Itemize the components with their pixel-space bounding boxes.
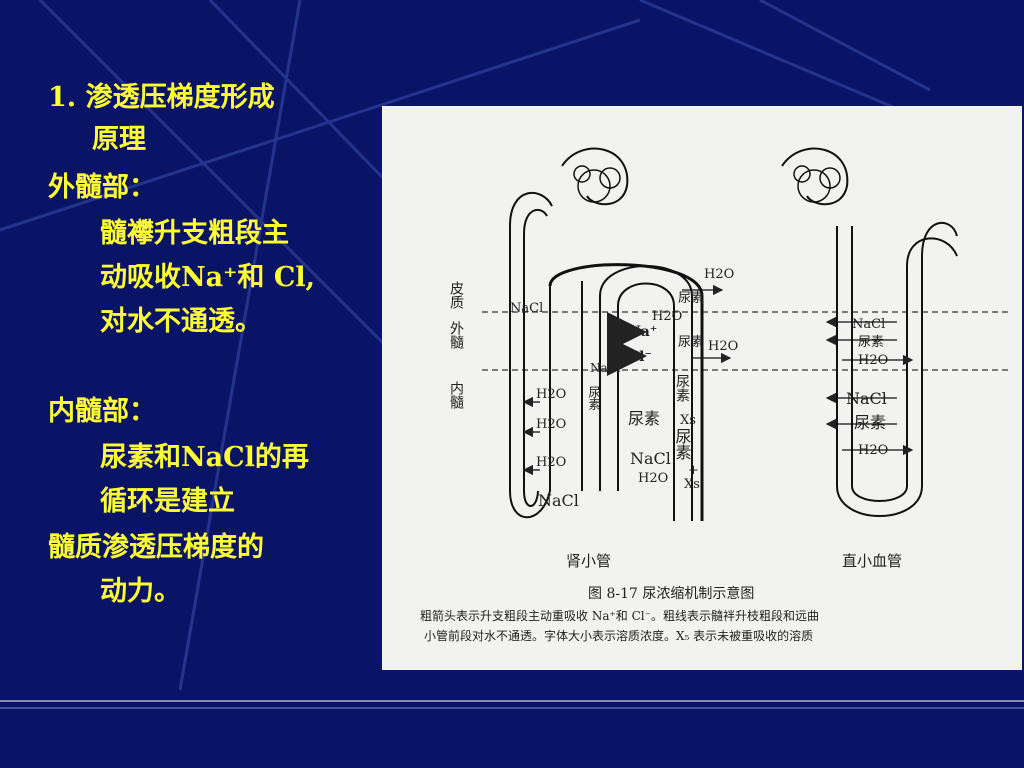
- zone-outer-medulla-label: 外髓: [448, 321, 464, 350]
- plus-label: +: [688, 463, 699, 478]
- xs-label-1: Xs: [680, 413, 696, 428]
- figure-caption-line2: 小管前段对水不通透。字体大小表示溶质浓度。X₅ 表示未被重吸收的溶质: [424, 628, 813, 643]
- outer-medulla-line2: 动吸收Na⁺和 Cl,: [100, 262, 315, 293]
- vr-urea-label-2: 尿素: [854, 413, 886, 432]
- outer-medulla-line1: 髓襻升支粗段主: [100, 218, 289, 249]
- vasa-recta: [781, 147, 958, 517]
- flow-arrows: [522, 284, 914, 476]
- nacl-label-3: NaCl: [630, 449, 671, 468]
- heading-line2: 原理: [92, 124, 146, 155]
- urea-label-4: 尿素: [628, 409, 660, 428]
- vr-urea-label-1: 尿素: [858, 335, 884, 350]
- inner-medulla-line1: 尿素和NaCl的再: [100, 442, 309, 473]
- urea-label-6: 尿素: [673, 428, 692, 460]
- urine-concentration-figure: 皮质 外髓 内髓 NaCl H2O 尿素 Na⁺ Cl⁻ H2O 尿素 H2O …: [382, 106, 1022, 670]
- h2o-label-2: H2O: [652, 309, 682, 324]
- nacl-label-4: NaCl: [538, 491, 579, 510]
- nacl-label-1: NaCl: [510, 301, 543, 316]
- urea-label-1: 尿素: [678, 291, 704, 306]
- xs-label-2: Xs: [684, 477, 700, 492]
- figure-caption-line1: 粗箭头表示升支粗段主动重吸收 Na⁺和 Cl⁻。粗线表示髓袢升枝粗段和远曲: [420, 608, 819, 623]
- inner-medulla-line3: 髓质渗透压梯度的: [48, 532, 264, 563]
- urea-label-2: 尿素: [678, 335, 704, 350]
- h2o-label-5: H2O: [536, 417, 566, 432]
- zone-inner-medulla-label: 内髓: [448, 381, 464, 410]
- figure-caption-title: 图 8-17 尿浓缩机制示意图: [588, 585, 754, 602]
- h2o-label-4: H2O: [536, 387, 566, 402]
- h2o-label-7: H2O: [638, 471, 668, 486]
- vessel-label: 直小血管: [842, 552, 902, 570]
- heading-line1: 1. 渗透压梯度形成: [48, 82, 275, 113]
- inner-medulla-label: 内髓部：: [48, 396, 156, 427]
- nacl-label-2: NaCl: [590, 361, 621, 375]
- zone-cortex-label: 皮质: [448, 281, 464, 309]
- nephron-tubule: [509, 147, 704, 521]
- glomerulus-left: [573, 165, 621, 203]
- h2o-label-6: H2O: [536, 455, 566, 470]
- urea-label-3: 尿素: [587, 386, 601, 410]
- inner-medulla-line4: 动力。: [100, 576, 181, 607]
- figure-diagram: 皮质 外髓 内髓 NaCl H2O 尿素 Na⁺ Cl⁻ H2O 尿素 H2O …: [420, 147, 1012, 643]
- vr-nacl-label-1: NaCl: [852, 317, 885, 332]
- tubule-label: 肾小管: [566, 552, 611, 570]
- glomerulus-right: [793, 165, 841, 203]
- inner-medulla-line2: 循环是建立: [100, 486, 235, 517]
- outer-medulla-line3: 对水不通透。: [100, 306, 262, 337]
- outer-medulla-label: 外髓部：: [48, 172, 156, 203]
- h2o-label-1: H2O: [704, 267, 734, 282]
- h2o-label-3: H2O: [708, 339, 738, 354]
- urea-label-5: 尿素: [674, 374, 690, 402]
